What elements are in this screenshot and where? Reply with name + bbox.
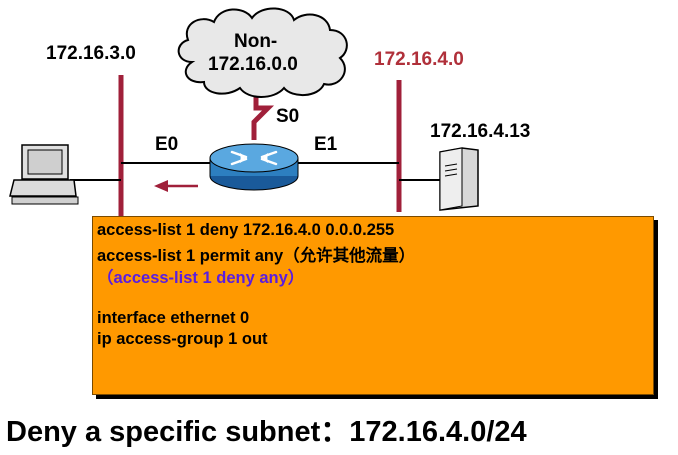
slide-caption: Deny a specific subnet：172.16.4.0/24 — [6, 416, 527, 448]
arrow-left-icon — [154, 180, 198, 192]
server-icon — [439, 147, 479, 211]
workstation-icon — [9, 144, 79, 205]
interface-e1-label: E1 — [314, 134, 338, 155]
network-left-label: 172.16.3.0 — [46, 43, 136, 64]
cloud-icon — [177, 7, 348, 98]
acl-line-permit: access-list 1 permit any（允许其他流量） — [97, 247, 416, 265]
cloud-label-line1: Non- — [234, 31, 278, 52]
interface-e0-label: E0 — [155, 134, 179, 155]
acl-config-box: access-list 1 deny 172.16.4.0 0.0.0.255 … — [92, 216, 654, 395]
acl-line-implicit-deny: （access-list 1 deny any） — [97, 269, 305, 287]
acl-line-access-group: ip access-group 1 out — [97, 330, 268, 348]
host-right-label: 172.16.4.13 — [430, 121, 531, 142]
router-icon — [209, 143, 299, 191]
link-s0-serial — [251, 86, 275, 140]
network-right-label: 172.16.4.0 — [374, 49, 464, 70]
acl-line-deny: access-list 1 deny 172.16.4.0 0.0.0.255 — [97, 221, 395, 239]
acl-line-interface: interface ethernet 0 — [97, 309, 250, 327]
interface-s0-label: S0 — [276, 106, 300, 127]
cloud-label-line2: 172.16.0.0 — [208, 54, 298, 75]
